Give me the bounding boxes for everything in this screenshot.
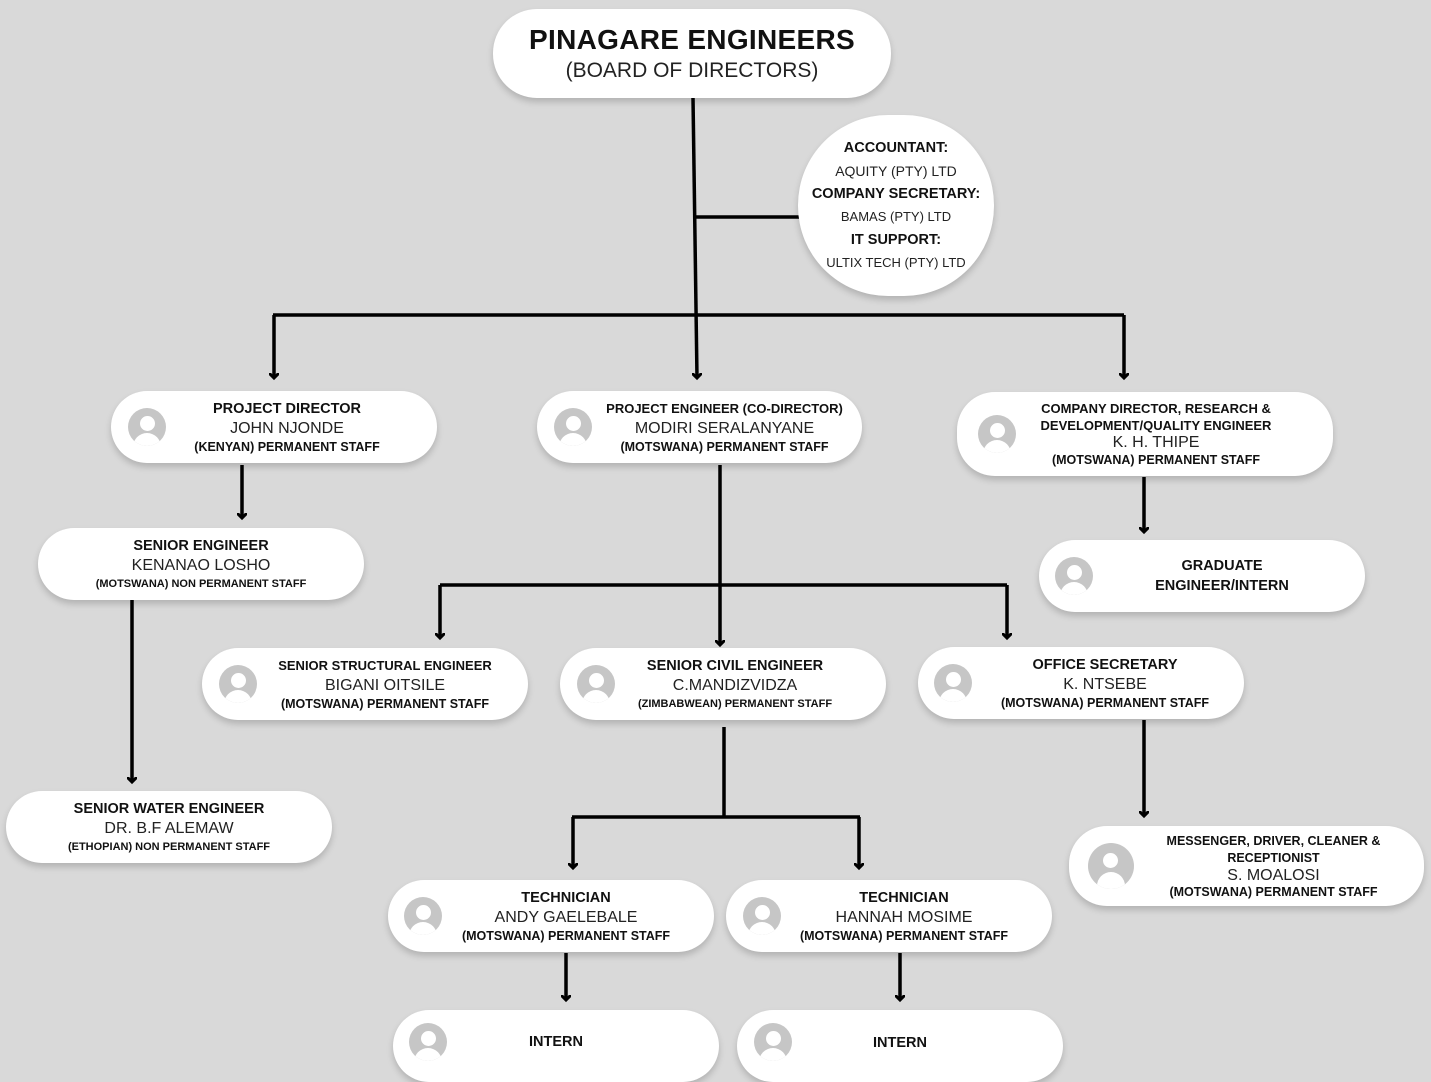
- staff-status: (KENYAN) PERMANENT STAFF: [194, 439, 380, 454]
- staff-status: (MOTSWANA) PERMANENT STAFF: [1000, 695, 1210, 710]
- senior-structural-engineer-node: SENIOR STRUCTURAL ENGINEER BIGANI OITSIL…: [202, 648, 528, 720]
- avatar-icon: [743, 897, 781, 935]
- role-title: INTERN: [529, 1033, 583, 1050]
- person-name: S. MOALOSI: [1227, 866, 1320, 884]
- person-name: DR. B.F ALEMAW: [104, 819, 234, 837]
- avatar-icon: [404, 897, 442, 935]
- board-of-directors-node: PINAGARE ENGINEERS (BOARD OF DIRECTORS): [493, 9, 891, 98]
- avatar-icon: [934, 664, 972, 702]
- board-subtitle: (BOARD OF DIRECTORS): [565, 58, 819, 82]
- role-title: INTERN: [873, 1034, 927, 1051]
- accountant-value: AQUITY (PTY) LTD: [835, 162, 957, 179]
- it-support-label: IT SUPPORT:: [850, 231, 942, 248]
- role-title: MESSENGER, DRIVER, CLEANER & RECEPTIONIS…: [1166, 833, 1381, 865]
- it-support-value: ULTIX TECH (PTY) LTD: [826, 254, 966, 270]
- person-name: KENANAO LOSHO: [131, 556, 271, 574]
- avatar-icon: [978, 415, 1016, 453]
- staff-status: (MOTSWANA) PERMANENT STAFF: [1051, 453, 1261, 467]
- role-title: SENIOR WATER ENGINEER: [73, 800, 265, 817]
- accountant-label: ACCOUNTANT:: [843, 139, 949, 156]
- senior-water-engineer-node: SENIOR WATER ENGINEER DR. B.F ALEMAW (ET…: [6, 791, 332, 863]
- company-name: PINAGARE ENGINEERS: [529, 23, 855, 55]
- company-secretary-value: BAMAS (PTY) LTD: [840, 208, 952, 224]
- avatar-icon: [754, 1023, 792, 1061]
- technician-node-2: TECHNICIAN HANNAH MOSIME (MOTSWANA) PERM…: [726, 880, 1052, 952]
- staff-status: (MOTSWANA) PERMANENT STAFF: [1169, 884, 1378, 899]
- person-name: HANNAH MOSIME: [835, 908, 973, 926]
- role-title: OFFICE SECRETARY: [1032, 656, 1178, 673]
- technician-node-1: TECHNICIAN ANDY GAELEBALE (MOTSWANA) PER…: [388, 880, 714, 952]
- role-title: PROJECT DIRECTOR: [213, 400, 361, 417]
- person-name: C.MANDIZVIDZA: [672, 676, 798, 694]
- project-director-node: PROJECT DIRECTOR JOHN NJONDE (KENYAN) PE…: [111, 391, 437, 463]
- company-secretary-label: COMPANY SECRETARY:: [811, 185, 981, 202]
- avatar-icon: [409, 1023, 447, 1061]
- office-secretary-node: OFFICE SECRETARY K. NTSEBE (MOTSWANA) PE…: [918, 647, 1244, 719]
- role-title: SENIOR ENGINEER: [133, 537, 269, 554]
- avatar-icon: [1088, 843, 1134, 889]
- intern-node-1: INTERN: [393, 1010, 719, 1082]
- staff-status: (ZIMBABWEAN) PERMANENT STAFF: [637, 697, 833, 710]
- project-engineer-node: PROJECT ENGINEER (CO-DIRECTOR) MODIRI SE…: [537, 391, 862, 463]
- person-name: BIGANI OITSILE: [324, 676, 446, 694]
- senior-engineer-node: SENIOR ENGINEER KENANAO LOSHO (MOTSWANA)…: [38, 528, 364, 600]
- person-name: ANDY GAELEBALE: [494, 908, 638, 926]
- staff-status: (MOTSWANA) PERMANENT STAFF: [461, 928, 671, 943]
- role-title: COMPANY DIRECTOR, RESEARCH & DEVELOPMENT…: [1040, 401, 1272, 433]
- staff-status: (MOTSWANA) PERMANENT STAFF: [620, 439, 829, 454]
- avatar-icon: [554, 408, 592, 446]
- avatar-icon: [128, 408, 166, 446]
- person-name: K. H. THIPE: [1112, 434, 1200, 451]
- staff-status: (MOTSWANA) NON PERMANENT STAFF: [95, 577, 307, 590]
- role-title: PROJECT ENGINEER (CO-DIRECTOR): [606, 400, 843, 416]
- services-node: ACCOUNTANT: AQUITY (PTY) LTD COMPANY SEC…: [798, 115, 994, 296]
- avatar-icon: [1055, 557, 1093, 595]
- role-title: TECHNICIAN: [859, 889, 949, 906]
- staff-status: (MOTSWANA) PERMANENT STAFF: [799, 928, 1009, 943]
- staff-status: (ETHOPIAN) NON PERMANENT STAFF: [67, 840, 271, 853]
- person-name: K. NTSEBE: [1063, 675, 1147, 693]
- graduate-intern-node: GRADUATE ENGINEER/INTERN: [1039, 540, 1365, 612]
- avatar-icon: [219, 665, 257, 703]
- intern-node-2: INTERN: [737, 1010, 1063, 1082]
- senior-civil-engineer-node: SENIOR CIVIL ENGINEER C.MANDIZVIDZA (ZIM…: [560, 648, 886, 720]
- company-director-node: COMPANY DIRECTOR, RESEARCH & DEVELOPMENT…: [957, 392, 1333, 476]
- person-name: MODIRI SERALANYANE: [634, 419, 815, 437]
- role-title: SENIOR STRUCTURAL ENGINEER: [278, 657, 492, 673]
- person-name: JOHN NJONDE: [230, 419, 344, 437]
- messenger-node: MESSENGER, DRIVER, CLEANER & RECEPTIONIS…: [1069, 826, 1424, 906]
- role-title: GRADUATE ENGINEER/INTERN: [1155, 558, 1289, 594]
- staff-status: (MOTSWANA) PERMANENT STAFF: [280, 696, 490, 711]
- role-title: SENIOR CIVIL ENGINEER: [646, 657, 824, 674]
- role-title: TECHNICIAN: [521, 889, 611, 906]
- connector-board-trunk: [691, 97, 697, 378]
- avatar-icon: [577, 665, 615, 703]
